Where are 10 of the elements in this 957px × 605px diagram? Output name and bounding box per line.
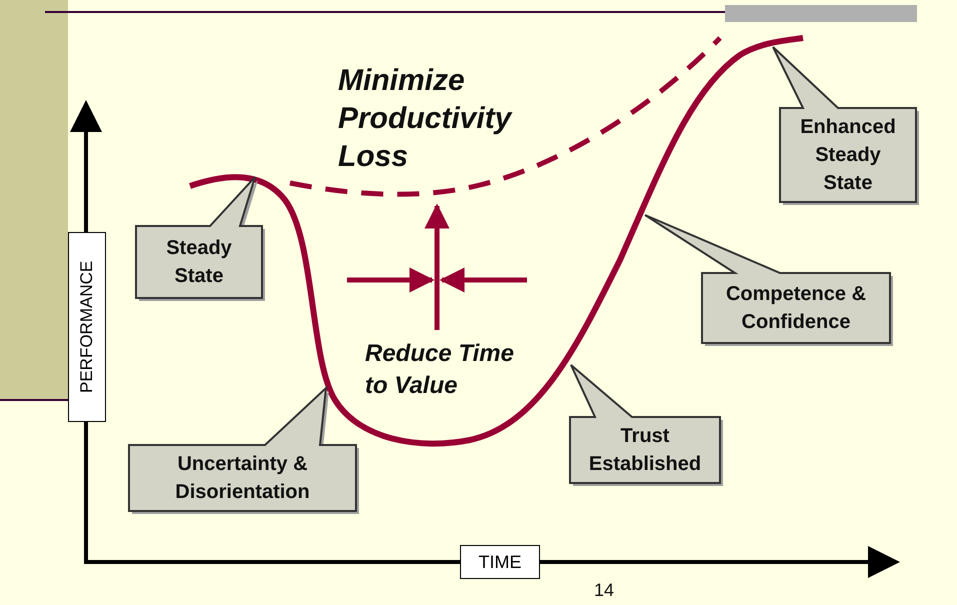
annotation-text: Reduce Time to Value <box>365 339 515 401</box>
page-number: 14 <box>594 580 616 601</box>
axis-label: TIME <box>460 545 540 579</box>
callout-box: Uncertainty & Disorientation <box>129 388 356 511</box>
callout-box: Enhanced Steady State <box>773 47 916 202</box>
callout-box: Trust Established <box>570 365 720 483</box>
callout-box: Steady State <box>136 177 262 298</box>
axis-label: PERFORMANCE <box>68 232 106 422</box>
callout-box: Competence & Confidence <box>645 215 890 343</box>
heading-text: Minimize Productivity Loss <box>338 63 514 175</box>
